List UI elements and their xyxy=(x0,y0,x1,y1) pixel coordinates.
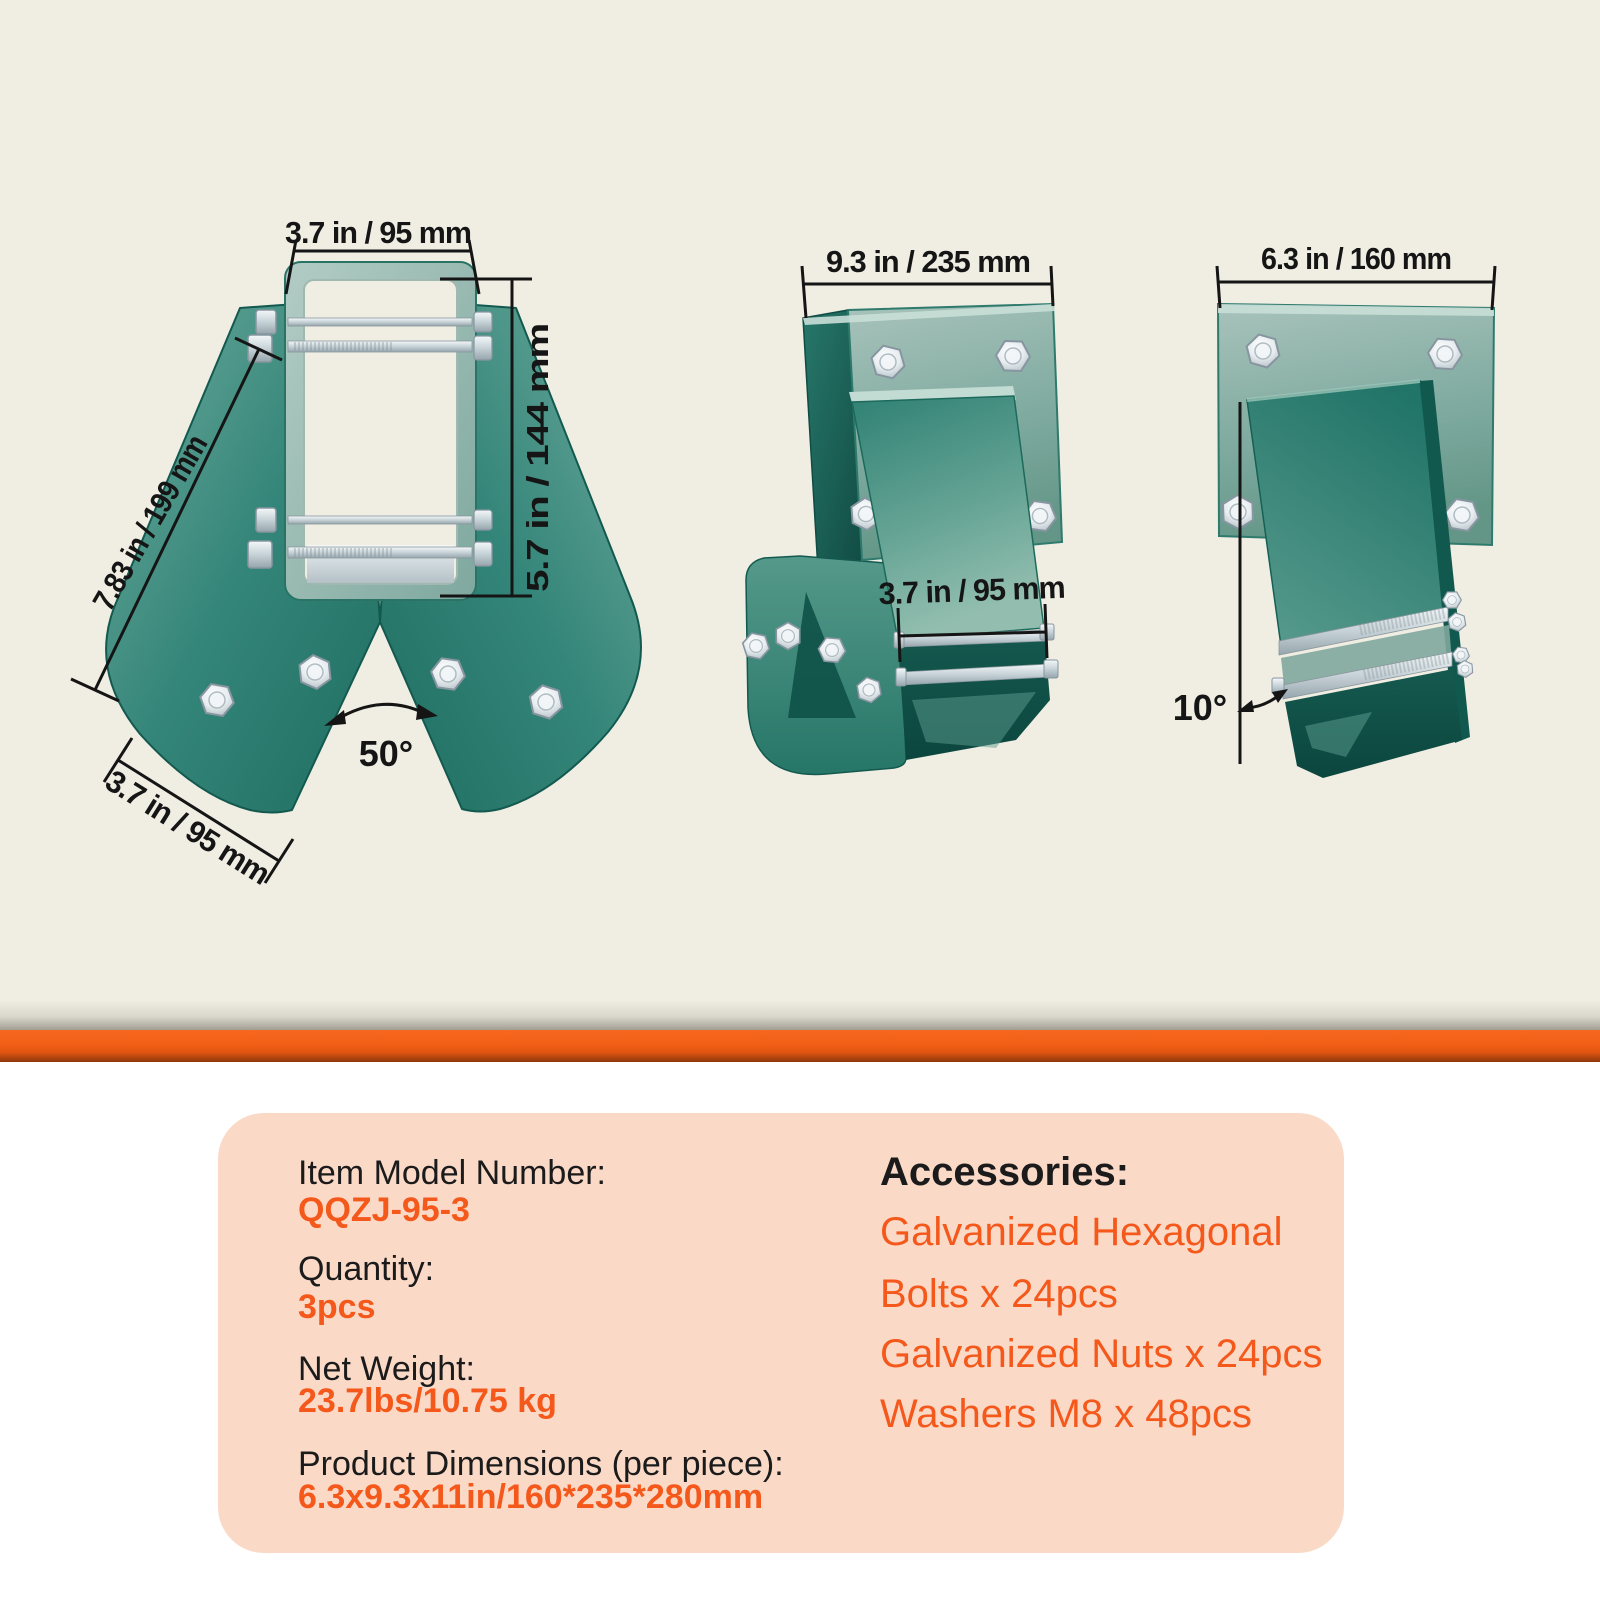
clamp-rod xyxy=(287,515,473,525)
accessories-item-4: Washers M8 x 48pcs xyxy=(880,1392,1252,1436)
plate-top-edge xyxy=(1218,304,1494,316)
tilt-top-width-label: 6.3 in / 160 mm xyxy=(1261,241,1451,276)
clamp-rod xyxy=(287,546,473,559)
tilt-view-dimensions: 6.3 in / 160 mm 10° xyxy=(1173,241,1497,764)
rod-end xyxy=(473,311,493,333)
channel-top-edge xyxy=(1246,379,1421,402)
spec-label-model: Item Model Number: xyxy=(298,1154,606,1192)
tilt-view: 6.3 in / 160 mm 10° xyxy=(1173,241,1497,778)
spec-value-dimensions: 6.3x9.3x11in/160*235*280mm xyxy=(298,1478,764,1516)
angle-arrow-left-icon xyxy=(324,710,346,726)
tilt-angle-label: 10° xyxy=(1173,687,1227,728)
rod-end xyxy=(473,541,493,567)
clamp-opening xyxy=(303,279,458,585)
accessories-title: Accessories: xyxy=(880,1150,1130,1194)
rod-nut xyxy=(255,507,277,533)
spec-value-quantity: 3pcs xyxy=(298,1288,376,1326)
dimension-line-leg-width xyxy=(102,737,295,884)
dimension-line-diagonal xyxy=(70,336,283,703)
side-beam-width-label: 3.7 in / 95 mm xyxy=(878,570,1065,611)
rod-nut xyxy=(247,540,273,569)
product-diagrams: 3.7 in / 95 mm 5.7 in / 144 mm 7.83 in /… xyxy=(70,215,1497,891)
accessories-item-1: Galvanized Hexagonal xyxy=(880,1210,1283,1254)
clamp-rod xyxy=(287,340,473,353)
tilt-arrow-left-icon xyxy=(1237,700,1254,712)
rod-end-nut-icon xyxy=(1442,591,1462,609)
spec-value-model: QQZJ-95-3 xyxy=(298,1191,470,1229)
spec-section: Item Model Number: QQZJ-95-3 Quantity: 3… xyxy=(0,1062,1600,1600)
channel-face xyxy=(1246,380,1447,647)
front-view: 3.7 in / 95 mm 5.7 in / 144 mm 7.83 in /… xyxy=(70,215,642,891)
rod-end xyxy=(473,335,493,361)
rod-thread xyxy=(1358,607,1448,636)
interior-reflection xyxy=(912,692,1036,748)
rod-end xyxy=(473,509,493,531)
plate-top-edge xyxy=(803,304,1055,325)
dimension-line-beam-width xyxy=(896,603,1049,663)
dimension-line-top-width xyxy=(1215,265,1497,311)
front-side-height-label: 5.7 in / 144 mm xyxy=(520,324,555,592)
dimension-line-top-width xyxy=(800,265,1055,319)
side-view-product xyxy=(739,302,1064,776)
dimension-line-top-width xyxy=(284,239,481,295)
tilt-view-product xyxy=(1215,302,1496,778)
accessories-item-3: Galvanized Nuts x 24pcs xyxy=(880,1332,1323,1376)
front-notch-angle-label: 50° xyxy=(359,733,413,774)
side-view-dimensions: 9.3 in / 235 mm 3.7 in / 95 mm xyxy=(800,244,1065,663)
angle-arrow-right-icon xyxy=(416,704,438,720)
angle-arc xyxy=(335,702,427,722)
side-top-width-label: 9.3 in / 235 mm xyxy=(826,244,1030,279)
dimension-line-side-height xyxy=(440,277,532,598)
side-view: 9.3 in / 235 mm 3.7 in / 95 mm xyxy=(739,244,1065,776)
accessories-item-2: Bolts x 24pcs xyxy=(880,1272,1118,1316)
spec-panel: Item Model Number: QQZJ-95-3 Quantity: 3… xyxy=(218,1113,1344,1553)
section-shadow xyxy=(0,1000,1600,1030)
diagram-section: 3.7 in / 95 mm 5.7 in / 144 mm 7.83 in /… xyxy=(0,0,1600,1000)
front-top-width-label: 3.7 in / 95 mm xyxy=(285,215,471,250)
rod-nut xyxy=(895,667,907,687)
front-view-product xyxy=(105,261,642,814)
interior-reflection xyxy=(1305,712,1372,757)
spec-label-dimensions: Product Dimensions (per piece): xyxy=(298,1445,784,1483)
clamp-rod xyxy=(287,317,473,327)
spec-label-weight: Net Weight: xyxy=(298,1350,476,1388)
spec-value-weight: 23.7lbs/10.75 kg xyxy=(298,1382,557,1420)
channel-rod xyxy=(1278,606,1449,656)
spec-label-quantity: Quantity: xyxy=(298,1250,435,1288)
tilt-arrow-right-icon xyxy=(1272,689,1288,703)
rod-end-nut xyxy=(1043,659,1059,679)
rod-thread xyxy=(1362,652,1452,681)
rod-nut xyxy=(255,309,277,335)
divider-bar xyxy=(0,1030,1600,1062)
